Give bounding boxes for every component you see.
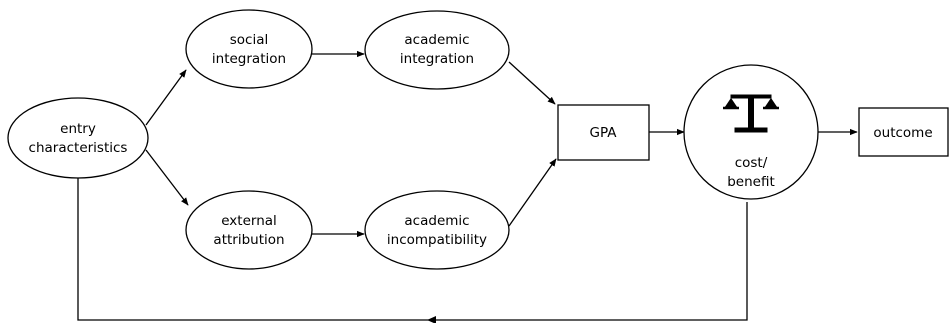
node-cost-benefit-line1: cost/ (735, 155, 768, 171)
node-external-attribution-line2: attribution (213, 232, 284, 248)
node-social-integration: social integration (185, 9, 313, 89)
node-cost-benefit: cost/ benefit (683, 64, 819, 200)
node-gpa: GPA (557, 104, 650, 161)
node-entry-characteristics: entry characteristics (7, 97, 149, 179)
node-academic-incompatibility-shape (364, 190, 510, 270)
edge-entry-to-external (145, 149, 189, 206)
node-external-attribution-line1: external (221, 213, 277, 229)
node-external-attribution: external attribution (185, 190, 313, 270)
edge-academic-integration-to-gpa (508, 61, 556, 105)
node-academic-integration-line2: integration (400, 51, 474, 67)
edge-feedback-loop (77, 178, 748, 321)
node-external-attribution-shape (185, 190, 313, 270)
node-entry-characteristics-line2: characteristics (29, 140, 128, 156)
node-academic-integration: academic integration (364, 10, 510, 90)
node-outcome-label: outcome (873, 125, 932, 141)
edge-entry-to-social (145, 69, 187, 126)
node-outcome: outcome (858, 107, 949, 157)
node-entry-characteristics-line1: entry (60, 121, 96, 137)
node-social-integration-line2: integration (212, 51, 286, 67)
node-academic-incompatibility: academic incompatibility (364, 190, 510, 270)
balance-scale-icon (723, 94, 779, 133)
node-outcome-shape (858, 107, 949, 157)
node-cost-benefit-line2: benefit (727, 174, 775, 190)
node-academic-integration-shape (364, 10, 510, 90)
node-academic-incompatibility-line2: incompatibility (387, 232, 487, 248)
edge-academic-incompatibility-to-gpa (508, 158, 557, 227)
node-academic-incompatibility-line1: academic (404, 213, 469, 229)
feedback-direction-arrowhead (427, 316, 436, 323)
node-gpa-shape (557, 104, 650, 161)
node-entry-characteristics-shape (7, 97, 149, 179)
node-academic-integration-line1: academic (404, 32, 469, 48)
node-social-integration-shape (185, 9, 313, 89)
edges (77, 50, 858, 323)
node-social-integration-line1: social (230, 32, 269, 48)
node-gpa-label: GPA (590, 125, 618, 141)
